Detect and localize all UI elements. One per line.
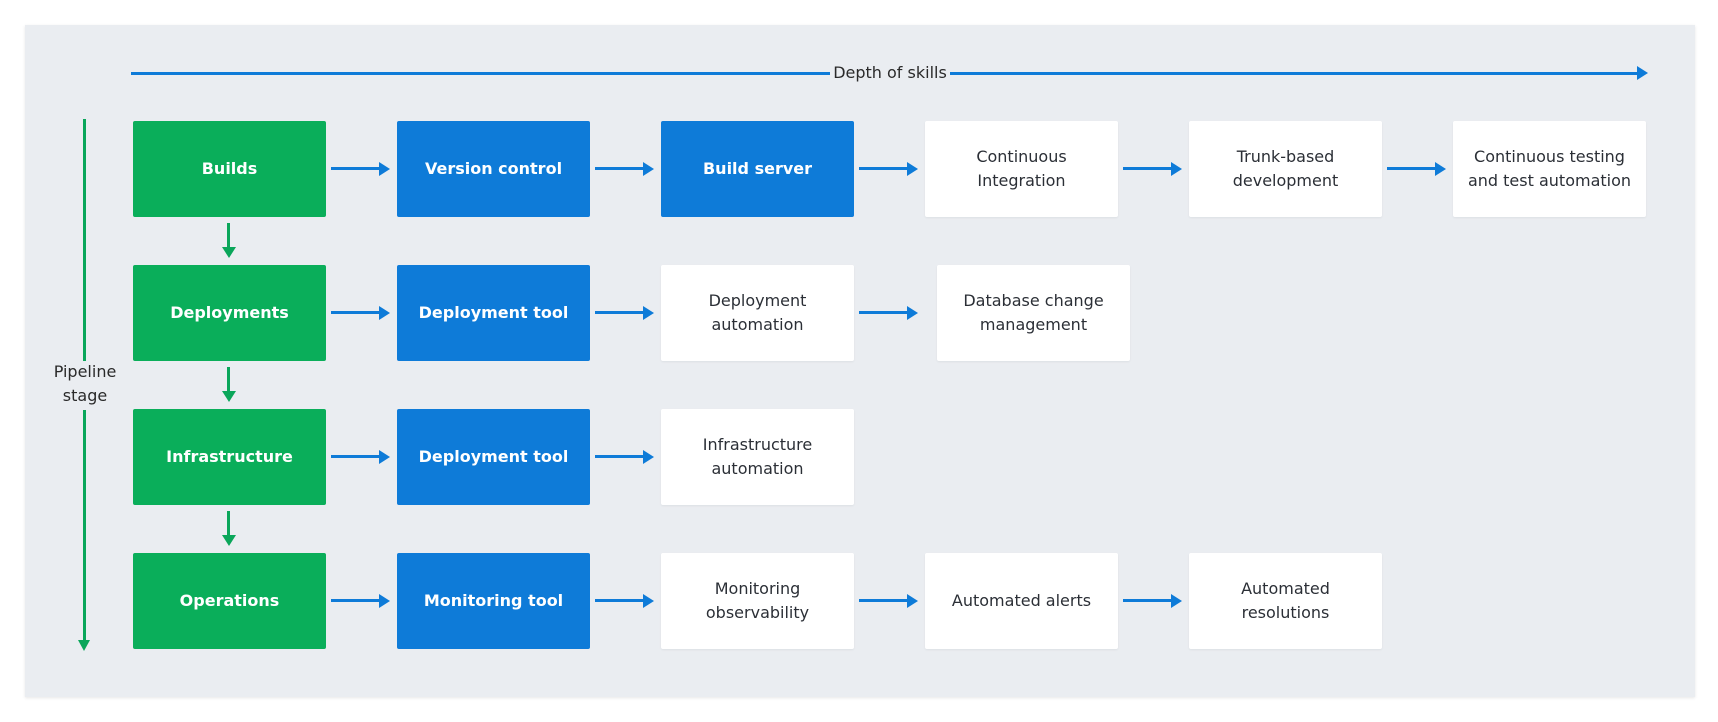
depth-of-skills-label: Depth of skills — [830, 61, 950, 85]
arrow-right-icon — [859, 162, 919, 176]
arrow-down-icon — [222, 367, 236, 403]
stage-box-builds: Builds — [133, 121, 326, 217]
arrow-right-icon — [1123, 594, 1183, 608]
arrow-right-icon — [1123, 162, 1183, 176]
tool-box-deployment-tool: Deployment tool — [397, 265, 590, 361]
arrow-right-icon — [595, 162, 655, 176]
pipeline-axis-line-bottom — [83, 410, 86, 642]
pipeline-label-line2: stage — [62, 386, 108, 405]
axis-line-right — [949, 72, 1641, 75]
axis-line-left — [131, 72, 833, 75]
arrow-right-icon — [331, 306, 391, 320]
step-box-automated-alerts: Automated alerts — [925, 553, 1118, 649]
arrow-right-icon — [595, 306, 655, 320]
stage-box-deployments: Deployments — [133, 265, 326, 361]
depth-of-skills-axis — [131, 72, 1641, 75]
arrow-right-icon — [595, 450, 655, 464]
step-box-monitoring-observability: Monitoring observability — [661, 553, 854, 649]
step-box-build-server: Build server — [661, 121, 854, 217]
step-box-database-change-management: Database change management — [937, 265, 1130, 361]
arrow-right-icon — [331, 450, 391, 464]
axis-arrowhead-down-icon — [78, 640, 90, 651]
arrow-down-icon — [222, 511, 236, 547]
pipeline-axis-line-top — [83, 119, 86, 361]
pipeline-stage-label: Pipeline stage — [40, 360, 130, 408]
stage-box-operations: Operations — [133, 553, 326, 649]
step-box-infrastructure-automation: Infrastructure automation — [661, 409, 854, 505]
step-box-automated-resolutions: Automated resolutions — [1189, 553, 1382, 649]
arrow-right-icon — [859, 306, 919, 320]
tool-box-version-control: Version control — [397, 121, 590, 217]
arrow-right-icon — [859, 594, 919, 608]
step-box-continuous-testing: Continuous testing and test automation — [1453, 121, 1646, 217]
arrow-down-icon — [222, 223, 236, 259]
stage-box-infrastructure: Infrastructure — [133, 409, 326, 505]
arrow-right-icon — [1387, 162, 1447, 176]
arrow-right-icon — [595, 594, 655, 608]
step-box-continuous-integration: Continuous Integration — [925, 121, 1118, 217]
tool-box-deployment-tool: Deployment tool — [397, 409, 590, 505]
tool-box-monitoring-tool: Monitoring tool — [397, 553, 590, 649]
arrow-right-icon — [331, 162, 391, 176]
step-box-trunk-based-development: Trunk-based development — [1189, 121, 1382, 217]
axis-arrowhead-right-icon — [1637, 66, 1648, 80]
step-box-deployment-automation: Deployment automation — [661, 265, 854, 361]
pipeline-label-line1: Pipeline — [53, 362, 117, 381]
arrow-right-icon — [331, 594, 391, 608]
